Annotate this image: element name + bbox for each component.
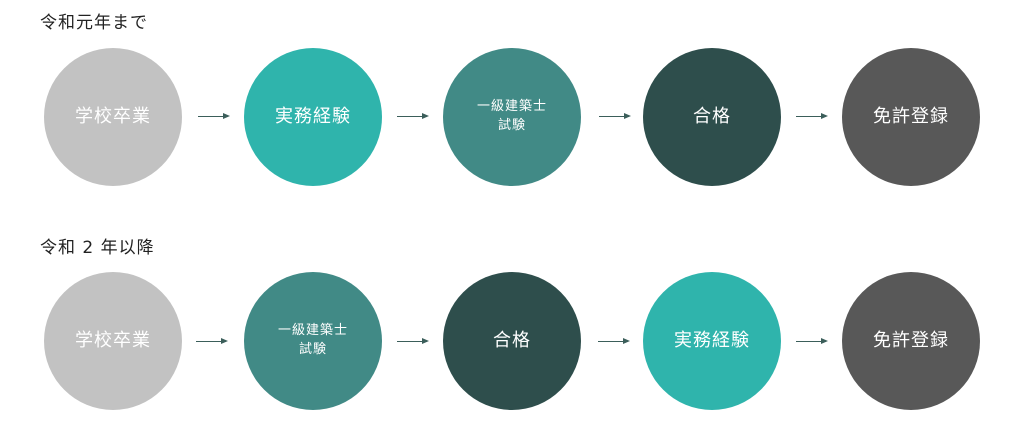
step-practical-experience: 実務経験 — [643, 272, 781, 410]
step-graduation: 学校卒業 — [44, 48, 182, 186]
step-pass: 合格 — [443, 272, 581, 410]
section-title-before-reiwa2: 令和元年まで — [40, 13, 148, 33]
arrow-right-icon — [598, 337, 630, 344]
step-license-registration: 免許登録 — [842, 48, 980, 186]
step-label: 学校卒業 — [75, 329, 151, 351]
arrow-right-icon — [397, 112, 429, 119]
step-label: 実務経験 — [674, 329, 750, 351]
step-label: 一級建築士試験 — [476, 99, 547, 133]
step-label: 合格 — [493, 329, 531, 351]
step-label: 免許登録 — [873, 329, 949, 351]
arrow-right-icon — [599, 112, 631, 119]
step-label: 合格 — [693, 105, 731, 127]
step-architect-exam: 一級建築士試験 — [443, 48, 581, 186]
arrow-right-icon — [796, 337, 828, 344]
step-label: 一級建築士試験 — [277, 323, 348, 357]
arrow-right-icon — [198, 112, 230, 119]
step-practical-experience: 実務経験 — [244, 48, 382, 186]
step-label: 実務経験 — [275, 105, 351, 127]
step-label: 学校卒業 — [75, 105, 151, 127]
step-architect-exam: 一級建築士試験 — [244, 272, 382, 410]
section-title-from-reiwa2: 令和 2 年以降 — [40, 238, 155, 258]
arrow-right-icon — [397, 337, 429, 344]
step-license-registration: 免許登録 — [842, 272, 980, 410]
step-graduation: 学校卒業 — [44, 272, 182, 410]
arrow-right-icon — [196, 337, 228, 344]
step-label: 免許登録 — [873, 105, 949, 127]
arrow-right-icon — [796, 112, 828, 119]
step-pass: 合格 — [643, 48, 781, 186]
